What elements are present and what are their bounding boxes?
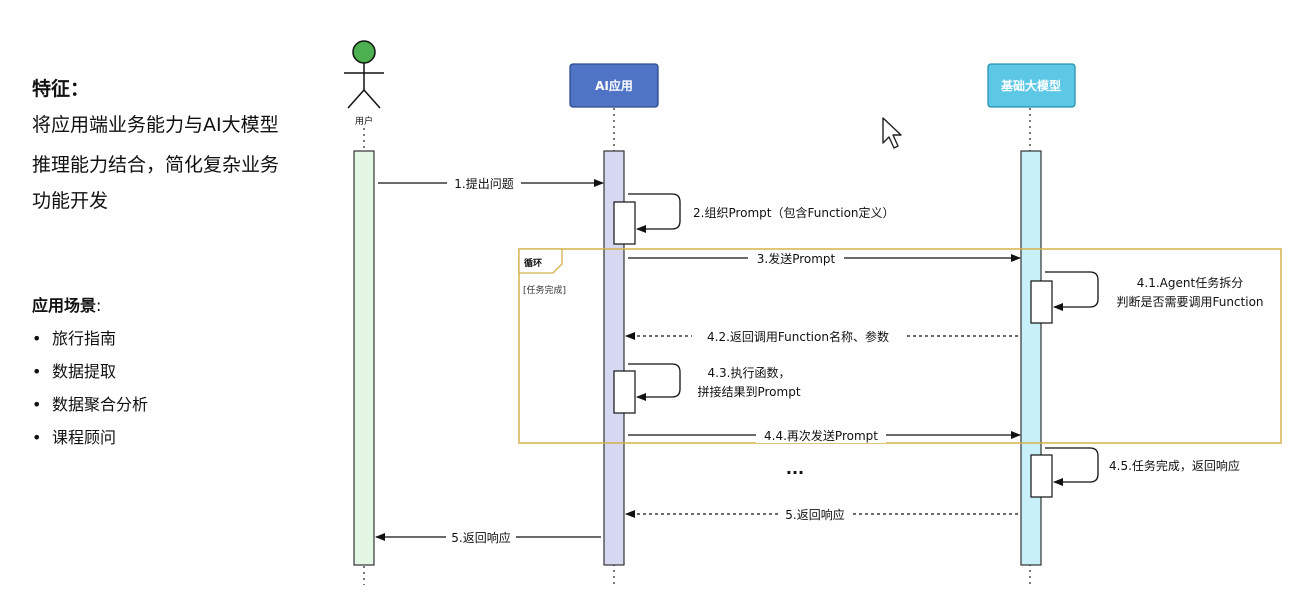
label-bg xyxy=(692,328,904,344)
label-bg xyxy=(748,250,844,266)
message-label-45: 4.5.任务完成，返回响应 xyxy=(1109,458,1240,473)
message-label-1: 1.提出问题 xyxy=(454,176,513,191)
loop-label-tab xyxy=(518,248,563,274)
list-item: •数据聚合分析 xyxy=(32,395,149,414)
loop-frame xyxy=(518,248,1282,444)
app-participant-label: AI应用 xyxy=(595,78,633,93)
model-self-activation-45 xyxy=(1030,454,1053,498)
scenarios-heading: 应用场景: xyxy=(32,292,101,316)
self-message-arrow-45 xyxy=(1045,447,1099,486)
app-self-activation-43 xyxy=(613,370,636,414)
message-label-3: 3.发送Prompt xyxy=(757,251,836,266)
label-bg xyxy=(446,529,516,545)
model-self-activation-41 xyxy=(1030,280,1053,324)
list-item: •旅行指南 xyxy=(32,329,117,348)
features-title: 特征： xyxy=(32,78,90,100)
scenarios-title: 应用场景 xyxy=(32,296,97,315)
label-bg xyxy=(780,506,850,522)
app-self-activation-2 xyxy=(613,201,636,245)
scenario-label: 数据聚合分析 xyxy=(52,395,149,414)
message-label-44: 4.4.再次发送Prompt xyxy=(764,428,878,443)
ellipsis: ... xyxy=(786,459,804,478)
list-item: •数据提取 xyxy=(32,362,117,381)
mouse-cursor-icon xyxy=(882,117,902,149)
message-label-41-line1: 4.1.Agent任务拆分 xyxy=(1137,275,1243,290)
model-activation-bar xyxy=(1020,150,1042,566)
self-message-arrow-2 xyxy=(628,193,681,233)
user-activation-bar xyxy=(353,150,375,566)
message-label-5-user: 5.返回响应 xyxy=(451,530,510,545)
app-activation-bar xyxy=(603,150,625,566)
user-head xyxy=(352,40,376,64)
message-label-2: 2.组织Prompt（包含Function定义） xyxy=(693,205,895,220)
message-label-43-line1: 4.3.执行函数， xyxy=(708,365,791,380)
scenario-label: 旅行指南 xyxy=(52,329,117,348)
features-line-3: 功能开发 xyxy=(32,190,109,212)
features-line-1: 将应用端业务能力与AI大模型 xyxy=(32,114,279,136)
self-message-arrow-41 xyxy=(1045,271,1099,311)
scenario-label: 数据提取 xyxy=(52,362,117,381)
user-label: 用户 xyxy=(355,115,373,127)
features-line-2: 推理能力结合，简化复杂业务 xyxy=(32,154,280,176)
message-label-41-line2: 判断是否需要调用Function xyxy=(1116,294,1263,309)
loop-label: 循环 xyxy=(524,257,542,269)
model-participant-box xyxy=(987,63,1076,108)
model-participant-label: 基础大模型 xyxy=(1000,78,1061,93)
loop-condition: [任务完成] xyxy=(523,284,566,296)
app-participant-box xyxy=(569,63,659,108)
self-message-arrow-43 xyxy=(628,363,681,401)
scenarios-list: •旅行指南 •数据提取 •数据聚合分析 •课程顾问 xyxy=(32,322,148,454)
label-bg xyxy=(447,175,521,191)
list-item: •课程顾问 xyxy=(32,428,117,447)
message-label-43-line2: 拼接结果到Prompt xyxy=(697,384,800,399)
label-bg xyxy=(756,427,886,443)
message-label-5-model: 5.返回响应 xyxy=(785,507,844,522)
user-actor-icon xyxy=(344,40,384,109)
message-label-42: 4.2.返回调用Function名称、参数 xyxy=(707,329,889,344)
scenarios-colon: : xyxy=(96,296,102,315)
scenario-label: 课程顾问 xyxy=(52,428,117,447)
